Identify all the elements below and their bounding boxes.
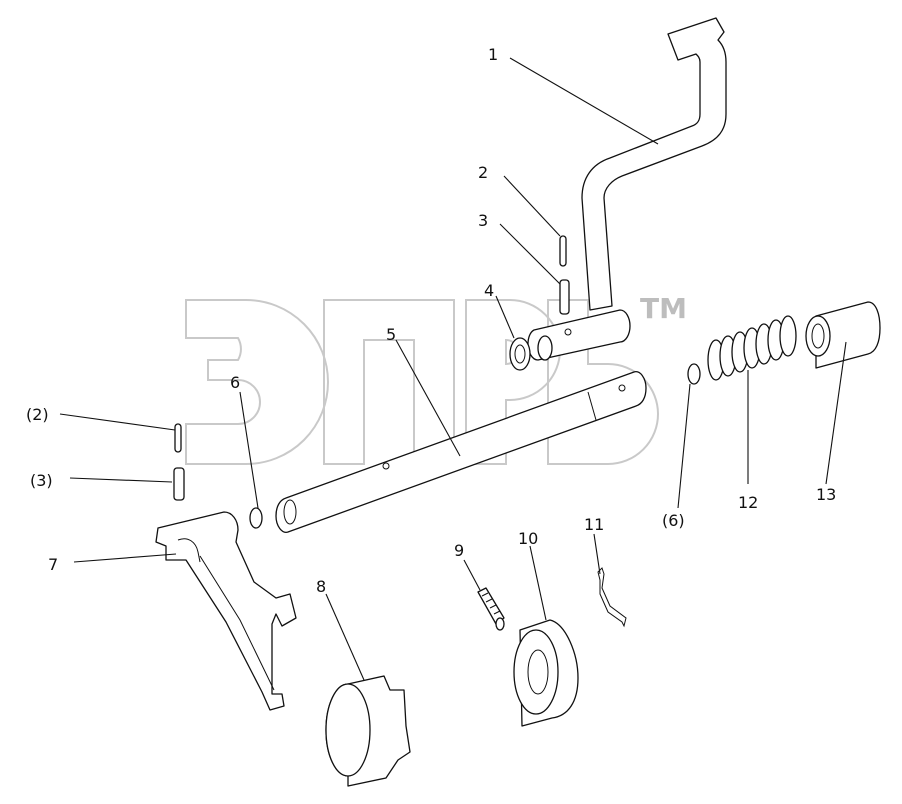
part-8-synchro-hub <box>325 675 411 787</box>
callout-4: 4 <box>484 281 494 300</box>
part-4-bushing <box>509 337 531 371</box>
callout-3: 3 <box>478 211 488 230</box>
part-1-shift-lever <box>527 17 727 361</box>
callout-13: 13 <box>816 485 836 504</box>
part-5-shaft <box>275 371 647 533</box>
callout-labels: 1 2 3 4 5 6 (2) (3) 7 8 9 10 11 (6) 12 1… <box>26 45 836 596</box>
part-6-ring-second <box>687 363 701 385</box>
part-12-coil-spring <box>707 315 797 381</box>
callout-2: 2 <box>478 163 488 182</box>
watermark-tm: TM <box>640 292 687 325</box>
callout-5: 5 <box>386 325 396 344</box>
callout-2-ref: (2) <box>26 405 49 424</box>
part-3-pin-second <box>173 467 185 501</box>
callout-10: 10 <box>518 529 538 548</box>
callout-3-ref: (3) <box>30 471 53 490</box>
callout-11: 11 <box>584 515 604 534</box>
watermark: TM <box>185 292 687 465</box>
callout-7: 7 <box>48 555 58 574</box>
part-9-spring <box>477 587 505 631</box>
part-10-sleeve <box>513 619 579 727</box>
callout-1: 1 <box>488 45 498 64</box>
part-3-pin <box>559 279 570 315</box>
leader-lines <box>59 57 847 681</box>
part-13-tube <box>805 301 881 369</box>
part-11-spring-clip <box>597 567 627 628</box>
callout-12: 12 <box>738 493 758 512</box>
callout-6: 6 <box>230 373 240 392</box>
part-2-pin-second <box>174 423 182 453</box>
part-7-shift-fork <box>155 511 297 711</box>
callout-9: 9 <box>454 541 464 560</box>
part-2-pin <box>559 235 567 267</box>
callout-8: 8 <box>316 577 326 596</box>
callout-6-ref: (6) <box>662 511 685 530</box>
part-6-ring <box>249 507 263 529</box>
